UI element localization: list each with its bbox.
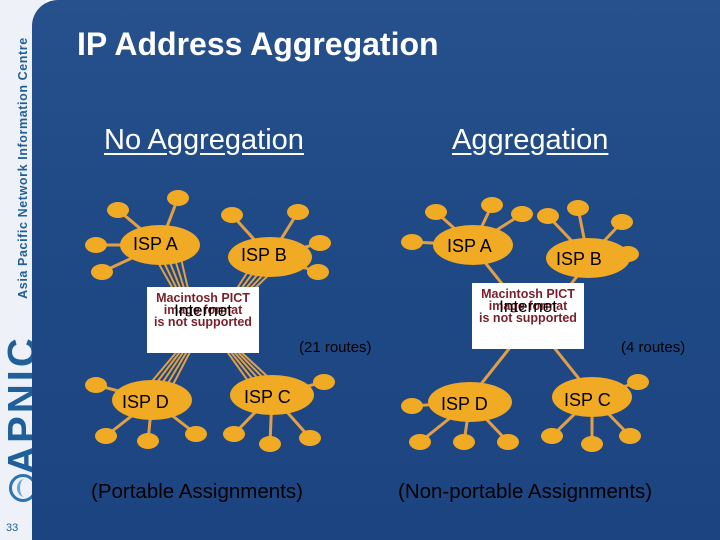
left-routes-count: (21 routes): [299, 339, 372, 356]
right-isp-b-node: [546, 238, 630, 278]
left-isp-a-customer-node: [167, 190, 189, 206]
page-number: 33: [6, 522, 19, 534]
left-isp-b-customer-node: [309, 235, 331, 251]
right-caption: (Non-portable Assignments): [398, 480, 653, 503]
left-isp-d-label: ISP D: [122, 392, 169, 412]
right-internet-image-placeholder: Macintosh PICT image format is not suppo…: [472, 283, 584, 349]
right-isp-a-customer-node: [401, 234, 423, 250]
left-internet-label: Internet: [174, 301, 232, 320]
right-internet-label: Internet: [499, 297, 557, 316]
right-isp-c-label: ISP C: [564, 390, 611, 410]
right-isp-d-customer-node: [453, 434, 475, 450]
left-isp-d-node: [112, 380, 192, 420]
right-isp-a-node: [433, 225, 513, 265]
left-isp-c-customer-node: [313, 374, 335, 390]
left-isp-a-label: ISP A: [133, 234, 178, 254]
right-isp-d-customer-node: [409, 434, 431, 450]
left-isp-c-label: ISP C: [244, 387, 291, 407]
left-isp-b-customer-node: [287, 204, 309, 220]
right-isp-c-customer-node: [581, 436, 603, 452]
slide-title: IP Address Aggregation: [77, 26, 439, 62]
left-isp-a-customer-node: [85, 237, 107, 253]
left-isp-c-customer-node: [259, 436, 281, 452]
placeholder-line-1: Macintosh PICT: [156, 291, 250, 305]
left-isp-b-customer-node: [307, 264, 329, 280]
right-isp-d-node: [428, 382, 512, 422]
left-internet-image-placeholder: Macintosh PICT image format is not suppo…: [147, 287, 259, 353]
right-isp-a-customer-node: [511, 206, 533, 222]
left-isp-b-label: ISP B: [241, 245, 287, 265]
right-isp-b-customer-node: [567, 200, 589, 216]
right-isp-b-customer-node: [611, 214, 633, 230]
right-isp-d-label: ISP D: [441, 394, 488, 414]
left-caption: (Portable Assignments): [91, 480, 303, 503]
left-isp-b-customer-node: [221, 207, 243, 223]
left-isp-d-customer-node: [85, 377, 107, 393]
right-isp-c-customer-node: [619, 428, 641, 444]
placeholder-line-2: image format: [488, 299, 568, 313]
right-isp-b-label: ISP B: [556, 249, 602, 269]
right-isp-d-customer-node: [401, 398, 423, 414]
placeholder-line-3: is not supported: [154, 315, 252, 329]
left-isp-d-customer-node: [95, 428, 117, 444]
left-isp-d-customer-node: [185, 426, 207, 442]
right-isp-a-customer-node: [425, 204, 447, 220]
left-isp-a-customer-node: [107, 202, 129, 218]
placeholder-line-3: is not supported: [479, 311, 577, 325]
left-isp-b-node: [228, 237, 312, 277]
placeholder-line-1: Macintosh PICT: [481, 287, 575, 301]
heading-no-aggregation: No Aggregation: [104, 124, 304, 156]
right-isp-a-label: ISP A: [447, 236, 492, 256]
left-isp-c-node: [230, 375, 314, 415]
left-isp-a-node: [120, 225, 200, 265]
left-isp-d-customer-node: [137, 433, 159, 449]
left-isp-a-customer-node: [91, 264, 113, 280]
right-isp-c-node: [552, 377, 632, 417]
right-isp-a-customer-node: [481, 197, 503, 213]
right-isp-d-customer-node: [497, 434, 519, 450]
right-isp-c-customer-node: [627, 374, 649, 390]
placeholder-line-2: image format: [163, 303, 243, 317]
heading-aggregation: Aggregation: [452, 124, 609, 156]
left-isp-c-customer-node: [299, 430, 321, 446]
left-isp-c-customer-node: [223, 426, 245, 442]
right-routes-count: (4 routes): [621, 339, 686, 356]
right-isp-b-customer-node: [537, 208, 559, 224]
right-isp-c-customer-node: [541, 428, 563, 444]
